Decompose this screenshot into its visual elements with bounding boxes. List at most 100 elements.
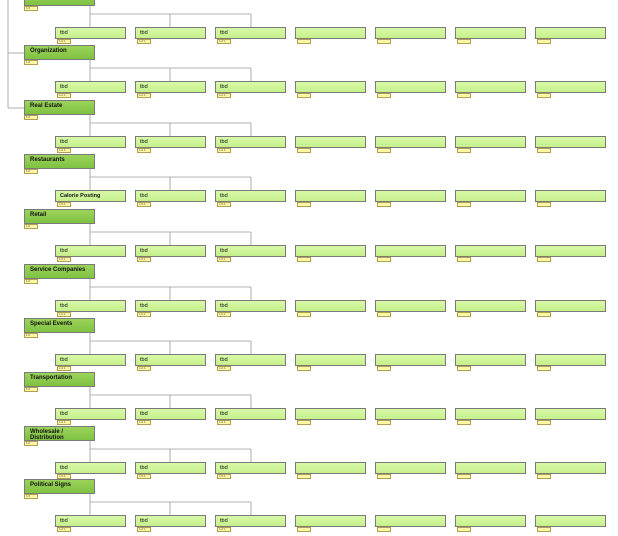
child-node[interactable]: [455, 462, 526, 474]
child-label: tbd: [60, 518, 68, 524]
child-id-tag: [537, 366, 551, 371]
child-node[interactable]: [295, 27, 366, 39]
category-node[interactable]: Wholesale / Distribution: [24, 426, 95, 441]
child-node[interactable]: tbd: [135, 515, 206, 527]
child-node[interactable]: tbd: [215, 190, 286, 202]
child-node[interactable]: tbd: [135, 354, 206, 366]
child-node[interactable]: tbd: [55, 136, 126, 148]
child-node[interactable]: [535, 81, 606, 93]
child-node[interactable]: tbd: [135, 81, 206, 93]
child-node[interactable]: tbd: [215, 136, 286, 148]
child-node[interactable]: [455, 245, 526, 257]
child-node[interactable]: tbd: [55, 300, 126, 312]
child-node[interactable]: tbd: [215, 300, 286, 312]
child-node[interactable]: tbd: [55, 245, 126, 257]
child-node[interactable]: tbd: [55, 81, 126, 93]
child-id-tag: 1.0.1: [57, 39, 71, 44]
child-node[interactable]: [535, 462, 606, 474]
child-node[interactable]: [295, 515, 366, 527]
child-node[interactable]: [455, 190, 526, 202]
child-node[interactable]: tbd: [215, 462, 286, 474]
child-id-tag: 1.0.1: [57, 312, 71, 317]
child-node[interactable]: [375, 462, 446, 474]
child-node[interactable]: tbd: [135, 300, 206, 312]
child-node[interactable]: tbd: [135, 408, 206, 420]
child-node[interactable]: tbd: [135, 462, 206, 474]
child-node[interactable]: tbd: [215, 245, 286, 257]
category-node[interactable]: Retail: [24, 209, 95, 224]
child-node[interactable]: [375, 515, 446, 527]
child-node[interactable]: [535, 354, 606, 366]
child-node[interactable]: Calorie Posting: [55, 190, 126, 202]
category-id-tag: 1.0: [24, 279, 38, 284]
child-node[interactable]: [535, 136, 606, 148]
child-node[interactable]: [455, 515, 526, 527]
child-node[interactable]: tbd: [135, 190, 206, 202]
child-node[interactable]: [375, 408, 446, 420]
child-node[interactable]: tbd: [215, 354, 286, 366]
child-node[interactable]: tbd: [55, 408, 126, 420]
child-node[interactable]: [375, 136, 446, 148]
child-node[interactable]: tbd: [215, 515, 286, 527]
child-node[interactable]: [535, 300, 606, 312]
child-node[interactable]: [535, 190, 606, 202]
category-node[interactable]: Real Estate: [24, 100, 95, 115]
child-id-tag: 1.0.1: [217, 527, 231, 532]
child-node[interactable]: tbd: [55, 354, 126, 366]
child-node[interactable]: [535, 515, 606, 527]
category-node[interactable]: ...ed Users: [24, 0, 95, 6]
child-node[interactable]: [295, 190, 366, 202]
child-node[interactable]: [455, 300, 526, 312]
category-node[interactable]: Organization: [24, 45, 95, 60]
child-node[interactable]: [295, 462, 366, 474]
child-node[interactable]: [375, 300, 446, 312]
child-node[interactable]: tbd: [55, 515, 126, 527]
category-node[interactable]: Service Companies: [24, 264, 95, 279]
child-id-tag: [457, 93, 471, 98]
category-node[interactable]: Restaurants: [24, 154, 95, 169]
child-id-tag: 1.0.1: [137, 148, 151, 153]
child-node[interactable]: [455, 408, 526, 420]
category-id-tag: 1.0: [24, 115, 38, 120]
child-label: tbd: [140, 30, 148, 36]
category-node[interactable]: Special Events: [24, 318, 95, 333]
child-node[interactable]: [375, 27, 446, 39]
child-node[interactable]: [535, 408, 606, 420]
child-node[interactable]: [375, 81, 446, 93]
child-node[interactable]: [295, 408, 366, 420]
child-node[interactable]: [455, 354, 526, 366]
child-id-tag: [457, 312, 471, 317]
child-id-tag: 1.0.1: [57, 202, 71, 207]
child-node[interactable]: [375, 354, 446, 366]
category-id-tag: 1.0: [24, 494, 38, 499]
child-node[interactable]: [295, 354, 366, 366]
child-node[interactable]: tbd: [215, 27, 286, 39]
child-id-tag: 1.0.1: [137, 39, 151, 44]
child-node[interactable]: [535, 27, 606, 39]
child-node[interactable]: [535, 245, 606, 257]
child-label: tbd: [140, 248, 148, 254]
child-node[interactable]: tbd: [135, 136, 206, 148]
child-node[interactable]: tbd: [215, 408, 286, 420]
child-node[interactable]: [375, 245, 446, 257]
category-label: Organization: [30, 48, 67, 54]
child-node[interactable]: tbd: [135, 245, 206, 257]
child-id-tag: [377, 366, 391, 371]
category-node[interactable]: Political Signs: [24, 479, 95, 494]
child-label: tbd: [60, 465, 68, 471]
category-node[interactable]: Transportation: [24, 372, 95, 387]
child-node[interactable]: [455, 81, 526, 93]
child-node[interactable]: tbd: [55, 462, 126, 474]
child-id-tag: 1.0.1: [217, 148, 231, 153]
child-node[interactable]: [295, 300, 366, 312]
child-node[interactable]: [295, 136, 366, 148]
child-node[interactable]: [455, 27, 526, 39]
child-id-tag: 1.0.1: [217, 366, 231, 371]
child-node[interactable]: tbd: [55, 27, 126, 39]
child-node[interactable]: [375, 190, 446, 202]
child-node[interactable]: tbd: [215, 81, 286, 93]
child-node[interactable]: [455, 136, 526, 148]
child-node[interactable]: tbd: [135, 27, 206, 39]
child-node[interactable]: [295, 81, 366, 93]
child-node[interactable]: [295, 245, 366, 257]
